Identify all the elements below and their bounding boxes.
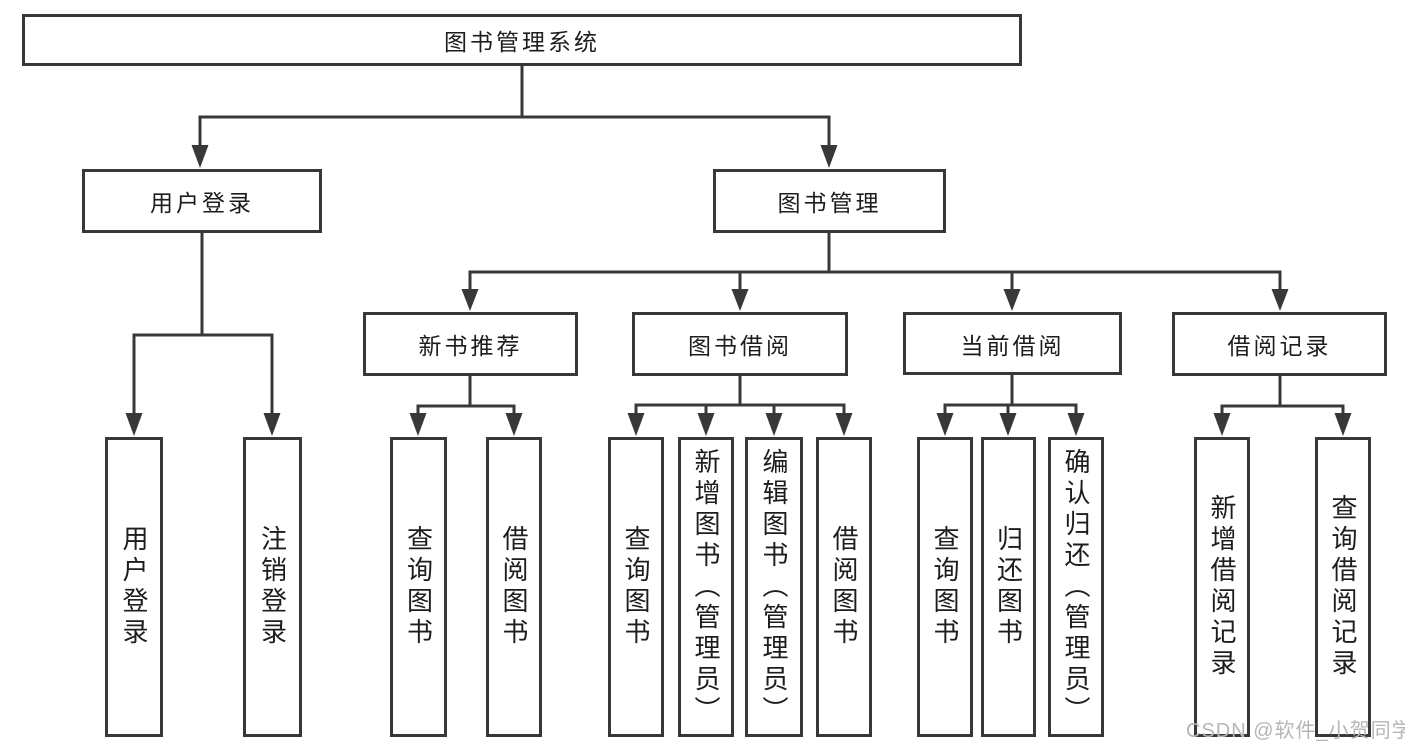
leaf-logout-login: 注销登录 (243, 437, 302, 737)
node-label: 查询图书 (621, 525, 651, 649)
leaf-query-books-recommend: 查询图书 (390, 437, 447, 737)
arrowheads (125, 145, 1352, 436)
node-label: 编辑图书（管理员） (759, 447, 789, 727)
csdn-watermark: CSDN @软件_小贺同学 (1186, 720, 1405, 742)
leaf-add-borrow-record: 新增借阅记录 (1194, 437, 1250, 737)
leaf-return-books: 归还图书 (981, 437, 1036, 737)
node-book-borrowing: 图书借阅 (632, 312, 848, 376)
node-label: 用户登录 (119, 525, 149, 649)
node-label: 新增借阅记录 (1207, 494, 1237, 680)
node-label: 借阅图书 (829, 525, 859, 649)
node-label: 图书管理 (777, 190, 882, 216)
leaf-borrow-books-recommend: 借阅图书 (486, 437, 542, 737)
node-book-management: 图书管理 (713, 169, 946, 233)
node-label: 借阅记录 (1227, 333, 1332, 359)
node-label: 注销登录 (257, 525, 288, 649)
node-borrowing-records: 借阅记录 (1172, 312, 1387, 376)
node-label: 图书借阅 (688, 333, 792, 359)
node-label: 查询借阅记录 (1328, 494, 1358, 680)
node-new-book-recommend: 新书推荐 (363, 312, 578, 376)
node-label: 借阅图书 (499, 525, 529, 649)
leaf-edit-book-admin: 编辑图书（管理员） (745, 437, 803, 737)
leaf-confirm-return-admin: 确认归还（管理员） (1048, 437, 1104, 737)
node-label: 图书管理系统 (444, 29, 600, 55)
node-label: 归还图书 (993, 525, 1024, 649)
leaf-borrow-books-borrowing: 借阅图书 (816, 437, 872, 737)
node-label: 新书推荐 (418, 333, 523, 359)
node-current-borrowing: 当前借阅 (903, 312, 1122, 375)
node-label: 当前借阅 (960, 332, 1065, 359)
node-label: 查询图书 (930, 525, 960, 649)
node-label: 新增图书（管理员） (691, 447, 721, 727)
node-library-management-system: 图书管理系统 (22, 14, 1022, 66)
leaf-add-book-admin: 新增图书（管理员） (678, 437, 734, 737)
node-label: 用户登录 (150, 190, 254, 216)
node-label: 查询图书 (403, 525, 434, 649)
leaf-query-borrow-record: 查询借阅记录 (1315, 437, 1371, 737)
leaf-user-login: 用户登录 (105, 437, 163, 737)
node-user-login: 用户登录 (82, 169, 322, 233)
leaf-query-books-current: 查询图书 (917, 437, 973, 737)
leaf-query-books-borrowing: 查询图书 (608, 437, 664, 737)
node-label: 确认归还（管理员） (1061, 447, 1091, 727)
